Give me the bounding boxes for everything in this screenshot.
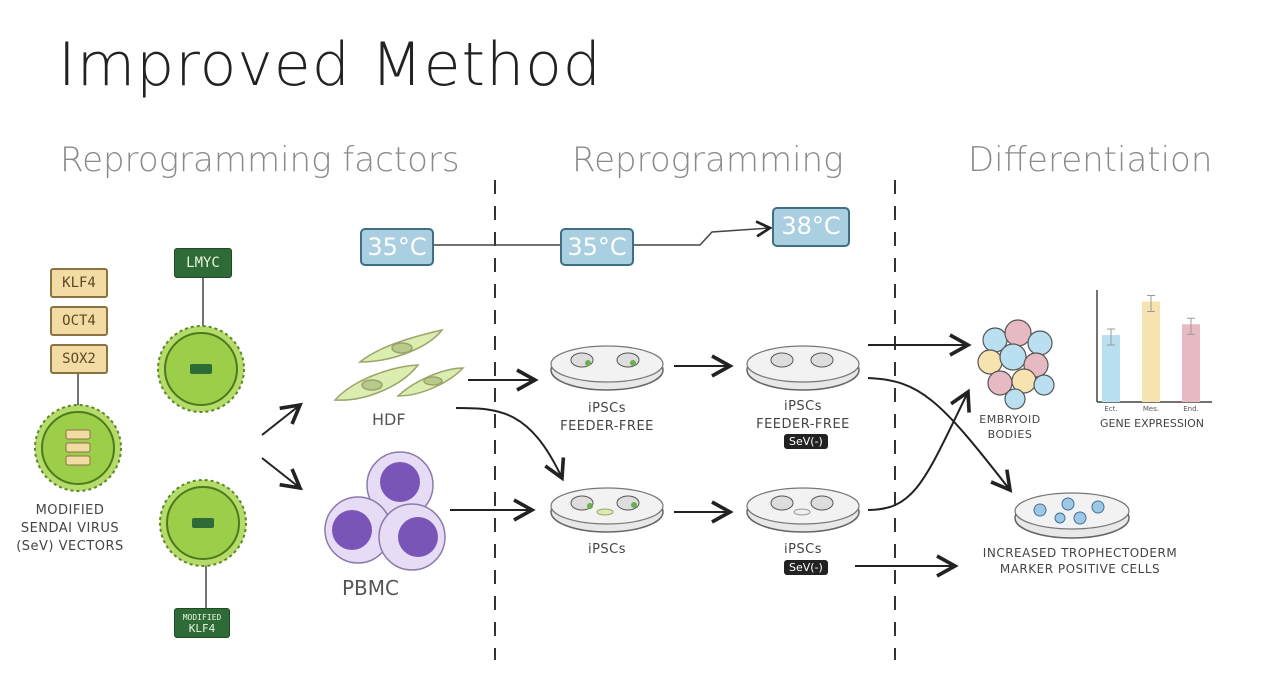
ipsc-dish-feeder-free-sev xyxy=(746,345,860,391)
tick-label-ect: Ect. xyxy=(1104,405,1117,413)
ipsc-text: iPSCs xyxy=(587,401,627,416)
sendai-virus-klf4-icon xyxy=(159,479,247,567)
factor-klf4: KLF4 xyxy=(50,268,108,298)
ipsc-label-top-left: iPSCs FEEDER-FREE xyxy=(547,400,667,436)
factor-oct4: OCT4 xyxy=(50,306,108,336)
temp-35-reprog: 35°C xyxy=(560,228,634,266)
virus-label: MODIFIED SENDAI VIRUS (SeV) VECTORS xyxy=(0,502,140,556)
embryoid-bodies-label: EMBRYOID BODIES xyxy=(960,412,1060,442)
eb-line2: BODIES xyxy=(987,428,1033,441)
eb-line1: EMBRYOID xyxy=(979,413,1041,426)
trophectoderm-label: INCREASED TROPHECTODERM MARKER POSITIVE … xyxy=(960,545,1200,577)
virus-label-line2: SENDAI VIRUS xyxy=(20,521,120,536)
ipsc-dish-feeder-free xyxy=(550,345,664,391)
tick-label-mes: Mes. xyxy=(1143,405,1159,413)
page-title: Improved Method xyxy=(58,30,602,100)
sendai-virus-icon xyxy=(34,404,122,492)
sev-negative-badge-top: SeV(-) xyxy=(784,434,828,449)
arrow-hdf-to-ipsc-mixed xyxy=(455,407,566,482)
bar-end xyxy=(1182,324,1200,402)
embryoid-body-icon xyxy=(977,319,1055,410)
pbmc-label: PBMC xyxy=(342,576,400,600)
ipsc-label-bottom-right: iPSCs xyxy=(783,542,823,557)
feeder-free-text: FEEDER-FREE xyxy=(560,419,654,434)
virus-label-line3: (SeV) VECTORS xyxy=(16,539,124,554)
section-reprogramming-factors: Reprogramming factors xyxy=(60,140,460,180)
ipsc-text: iPSCs xyxy=(783,399,823,414)
section-reprogramming: Reprogramming xyxy=(572,140,844,180)
virus-label-line1: MODIFIED xyxy=(35,503,105,518)
error-bar-ect xyxy=(1107,328,1115,346)
sendai-virus-lmyc-icon xyxy=(157,325,245,413)
hdf-label: HDF xyxy=(372,410,406,429)
bar-ect xyxy=(1102,335,1120,402)
error-bar-mes xyxy=(1147,295,1155,313)
trophectoderm-dish xyxy=(1014,492,1130,539)
temperature-timeline xyxy=(432,228,770,246)
sev-negative-badge-bottom: SeV(-) xyxy=(784,560,828,575)
tropho-line2: MARKER POSITIVE CELLS xyxy=(999,562,1161,576)
temp-35-initial: 35°C xyxy=(360,228,434,266)
bar-mes xyxy=(1142,301,1160,402)
modified-klf4-line1: MODIFIED xyxy=(182,613,222,622)
arrow-to-hdf xyxy=(261,402,303,436)
factor-lmyc: LMYC xyxy=(174,248,232,278)
ipsc-label-top-right: iPSCs FEEDER-FREE xyxy=(743,398,863,434)
arrow-to-pbmc xyxy=(261,457,303,491)
feeder-free-text: FEEDER-FREE xyxy=(756,417,850,432)
gene-expression-label: GENE EXPRESSION xyxy=(1100,417,1204,430)
modified-klf4-line2: KLF4 xyxy=(188,622,216,635)
ipsc-label-bottom-left: iPSCs xyxy=(587,542,627,557)
error-bar-end xyxy=(1187,317,1195,335)
factor-sox2: SOX2 xyxy=(50,344,108,374)
temp-38: 38°C xyxy=(772,207,850,247)
gene-expression-chart: Ect. Mes. End. xyxy=(1096,290,1212,413)
arrow-to-eb-bottom xyxy=(867,388,971,511)
pbmc-cells-icon xyxy=(324,451,446,571)
ipsc-dish-mixed xyxy=(550,487,664,533)
ipsc-dish-sev xyxy=(746,487,860,533)
factor-modified-klf4: MODIFIED KLF4 xyxy=(174,608,230,638)
section-differentiation: Differentiation xyxy=(968,140,1213,180)
arrow-to-trophectoderm xyxy=(867,377,1013,493)
hdf-cells-icon xyxy=(333,328,465,401)
tick-label-end: End. xyxy=(1183,405,1199,413)
tropho-line1: INCREASED TROPHECTODERM xyxy=(982,546,1178,560)
